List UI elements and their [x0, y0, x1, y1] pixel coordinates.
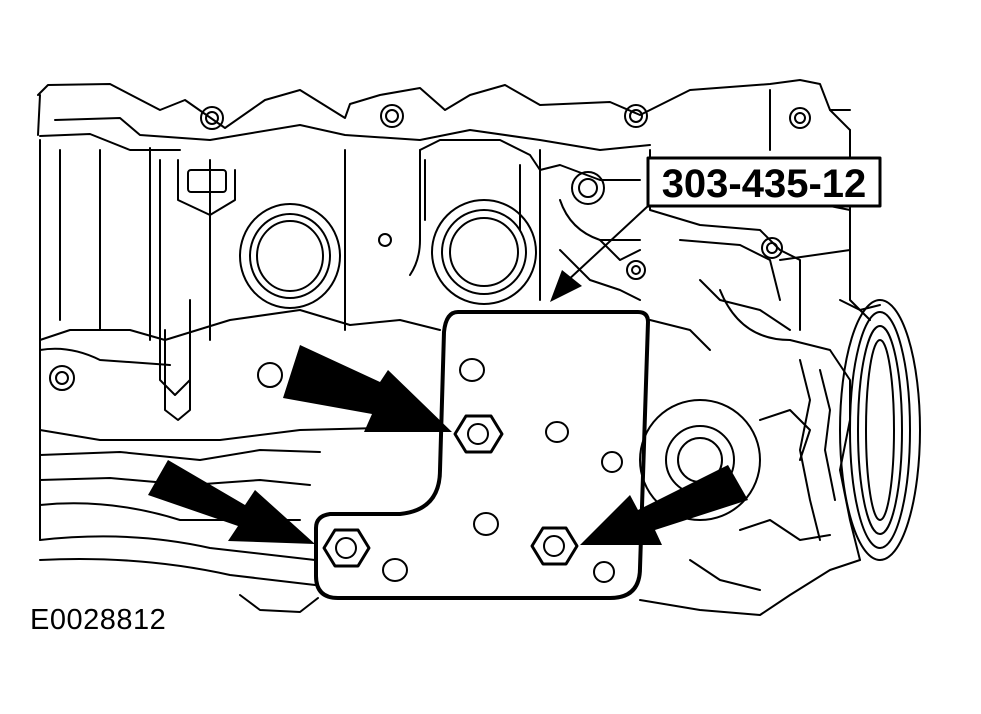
cylinder-bores — [240, 200, 536, 308]
arrow-upper-icon — [283, 345, 452, 432]
sensor-connector — [160, 160, 235, 420]
callout-arrowhead — [550, 270, 582, 302]
hex-bolt-lower-left — [324, 530, 369, 566]
engine-block-outline — [38, 80, 920, 615]
tool-callout-label: 303-435-12 — [662, 162, 867, 206]
background-bolts — [50, 105, 810, 390]
callout-box — [648, 158, 880, 206]
special-tool-plate — [316, 312, 648, 598]
callout-leader-line — [566, 206, 648, 282]
hex-bolt-lower-right — [532, 528, 577, 564]
hex-bolt-upper — [455, 416, 502, 452]
arrow-lower-left-icon — [148, 460, 315, 544]
figure-id-label: E0028812 — [30, 604, 167, 636]
plate-holes — [383, 359, 622, 582]
arrow-lower-right-icon — [580, 465, 748, 545]
